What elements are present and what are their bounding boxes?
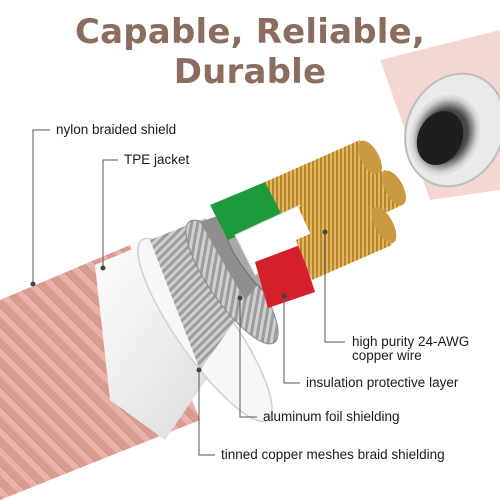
label-tinned-copper-mesh: tinned copper meshes braid shielding bbox=[221, 447, 445, 462]
label-insulation-protective-layer: insulation protective layer bbox=[306, 375, 459, 390]
label-aluminum-foil-shielding: aluminum foil shielding bbox=[263, 409, 400, 424]
callout-lines bbox=[30, 129, 345, 456]
label-copper-wire-line1: high purity 24-AWG bbox=[352, 334, 470, 349]
label-copper-wire-line2: copper wire bbox=[352, 348, 422, 363]
connector-end bbox=[380, 30, 500, 200]
label-tpe-jacket: TPE jacket bbox=[124, 152, 190, 167]
page-title: Capable, Reliable, Durable bbox=[74, 12, 426, 92]
wires bbox=[210, 140, 406, 308]
label-nylon-braided-shield: nylon braided shield bbox=[56, 122, 177, 137]
